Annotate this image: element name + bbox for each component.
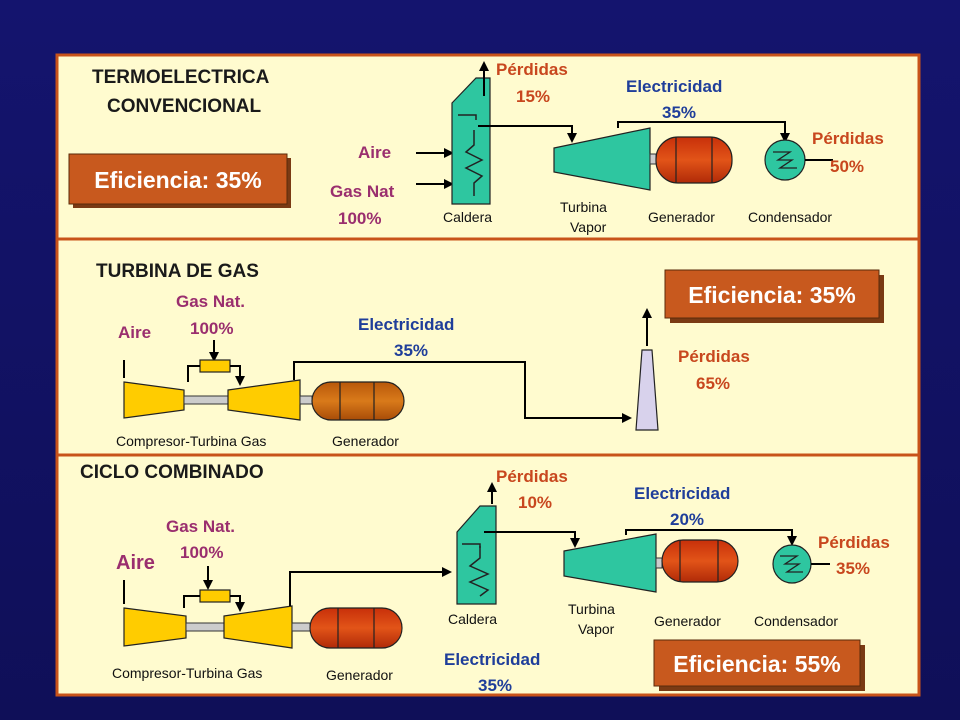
steam-exhaust-line [617, 121, 790, 143]
panel-3-losses-right-label: Pérdidas [818, 533, 890, 552]
panel-1-title-line1: TERMOELECTRICA [92, 67, 270, 88]
panel-3-air-label: Aire [116, 552, 155, 574]
panel-2-title: TURBINA DE GAS [96, 261, 259, 282]
panel-1-turbine-label-1: Turbina [560, 199, 607, 215]
panel-1-boiler-label: Caldera [443, 209, 492, 225]
panel-3-turbine-label-1: Turbina [568, 601, 615, 617]
boiler-icon [451, 77, 491, 205]
steam-line [478, 125, 577, 143]
steam-turbine-icon [553, 127, 651, 191]
panel-3-gas-value: 100% [180, 543, 223, 562]
panel-3-efficiency-text: Eficiencia: 55% [673, 651, 840, 677]
panel-2-air-label: Aire [118, 323, 151, 342]
panel-1-efficiency-text: Eficiencia: 35% [94, 167, 261, 193]
panel-1-electricity-label: Electricidad [626, 77, 722, 96]
panel-3-electricity-bottom-value: 35% [478, 676, 512, 695]
panel-1-gas-value: 100% [338, 209, 381, 228]
exhaust-stack-icon [635, 349, 659, 431]
panel-3-losses-top-label: Pérdidas [496, 467, 568, 486]
steam-turbine-icon [563, 533, 657, 593]
steam-exhaust-line [625, 529, 797, 546]
panel-conventional-thermal: TERMOELECTRICA CONVENCIONAL Eficiencia: … [55, 53, 921, 241]
combustor-icon [183, 589, 245, 612]
panel-2-gas-value: 100% [190, 319, 233, 338]
panel-3-condenser-label: Condensador [754, 613, 838, 629]
gas-compressor-turbine-icon [123, 379, 301, 421]
combustor-icon [187, 359, 245, 386]
panel-2-generator-label: Generador [332, 433, 399, 449]
panel-2-efficiency-text: Eficiencia: 35% [688, 282, 855, 308]
generator-icon [655, 136, 733, 184]
shaft-4 [655, 557, 663, 569]
panel-3-efficiency-badge: Eficiencia: 55% [653, 639, 865, 691]
panel-1-losses-top-label: Pérdidas [496, 60, 568, 79]
panel-2-gas-label: Gas Nat. [176, 292, 245, 311]
condenser-icon [764, 139, 806, 181]
generator-icon [309, 607, 403, 649]
shaft-1 [649, 153, 657, 165]
panel-1-air-label: Aire [358, 143, 391, 162]
panel-3-turbine-label-2: Vapor [578, 621, 615, 637]
exhaust-line [293, 361, 632, 423]
panel-3-electricity-top-value: 20% [670, 510, 704, 529]
panel-2-efficiency-badge: Eficiencia: 35% [664, 269, 884, 323]
generator-icon [661, 539, 739, 583]
panel-3-losses-right-value: 35% [836, 559, 870, 578]
panel-1-gas-label: Gas Nat [330, 182, 395, 201]
steam-line [484, 531, 580, 548]
gas-compressor-turbine-icon [123, 605, 293, 649]
panel-2-electricity-label: Electricidad [358, 315, 454, 334]
panel-3-electricity-bottom-label: Electricidad [444, 650, 540, 669]
boiler-icon [456, 505, 497, 605]
shaft-2 [299, 395, 313, 405]
panel-gas-turbine: TURBINA DE GAS Eficiencia: 35% Gas Nat. … [55, 237, 921, 457]
panel-3-gas-label: Gas Nat. [166, 517, 235, 536]
panel-3-compressor-label: Compresor-Turbina Gas [112, 665, 262, 681]
exhaust-to-boiler-line [289, 567, 452, 606]
panel-2-losses-value: 65% [696, 374, 730, 393]
panel-3-title: CICLO COMBINADO [80, 462, 264, 483]
generator-icon [311, 381, 405, 421]
panel-1-title-line2: CONVENCIONAL [107, 96, 262, 117]
condenser-icon [772, 544, 812, 584]
panel-3-boiler-label: Caldera [448, 611, 497, 627]
panel-1-losses-top-value: 15% [516, 87, 550, 106]
panel-1-losses-right-value: 50% [830, 157, 864, 176]
panel-1-condenser-label: Condensador [748, 209, 832, 225]
panel-3-losses-top-value: 10% [518, 493, 552, 512]
shaft-3 [291, 622, 311, 632]
panel-1-turbine-label-2: Vapor [570, 219, 607, 235]
panel-1-electricity-value: 35% [662, 103, 696, 122]
panel-2-losses-label: Pérdidas [678, 347, 750, 366]
panel-3-electricity-top-label: Electricidad [634, 484, 730, 503]
panel-2-compressor-label: Compresor-Turbina Gas [116, 433, 266, 449]
panel-3-gas-generator-label: Generador [326, 667, 393, 683]
panel-combined-cycle: CICLO COMBINADO Gas Nat. 100% Aire Compr… [55, 453, 921, 697]
panel-1-generator-label: Generador [648, 209, 715, 225]
panel-2-electricity-value: 35% [394, 341, 428, 360]
panel-3-generator-label: Generador [654, 613, 721, 629]
panel-1-losses-right-label: Pérdidas [812, 129, 884, 148]
panel-1-efficiency-badge: Eficiencia: 35% [68, 153, 291, 208]
